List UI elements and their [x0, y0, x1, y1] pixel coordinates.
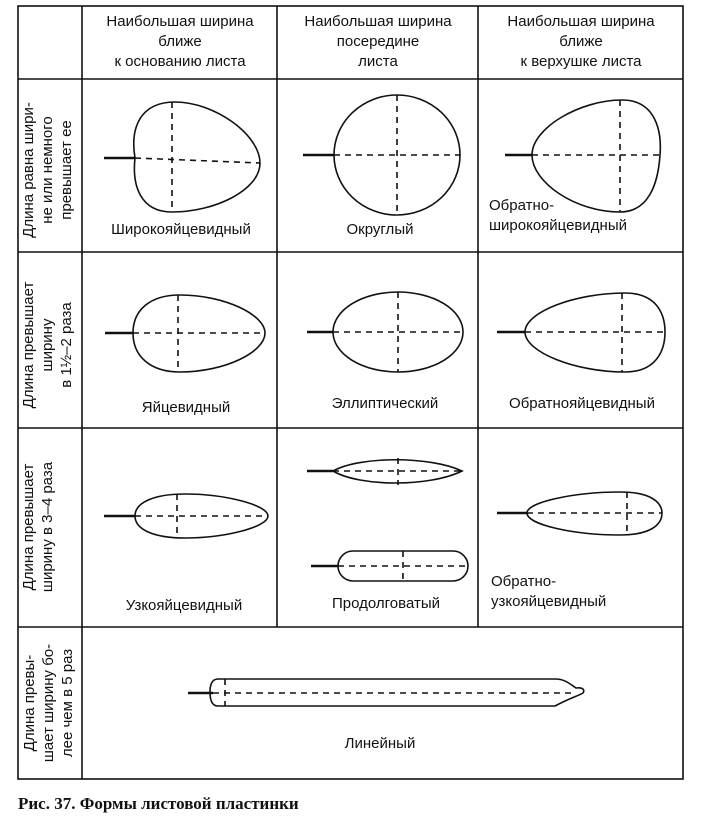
leaf-obovate-wide — [531, 99, 662, 213]
leaf-shape-table: Наибольшая ширина ближе к основанию лист… — [17, 5, 684, 780]
shape-name-obovate-narrow: Обратно- узкояйцевидный — [491, 573, 607, 610]
shape-name-wide-ovate: Широкояйцевидный — [111, 221, 251, 238]
leaf-linear — [209, 678, 585, 707]
column-header-base: Наибольшая ширина ближе к основанию лист… — [106, 13, 254, 70]
leaf-ovate — [132, 294, 266, 373]
leaf-lanceolate — [331, 458, 464, 484]
shape-name-obovate: Обратнояйцевидный — [509, 395, 655, 412]
shape-name-oblong: Продолговатый — [332, 595, 440, 612]
shape-name-round: Округлый — [346, 221, 414, 238]
table-border — [17, 5, 684, 780]
midrib-wide-ovate — [134, 157, 261, 164]
figure-caption: Рис. 37. Формы листовой пластинки — [18, 794, 299, 813]
leaf-wide-ovate — [133, 101, 261, 213]
column-header-apex: Наибольшая ширина ближе к верхушке листа — [507, 13, 655, 70]
row-label-3: Длина превышает ширину в 3–4 раза — [20, 461, 56, 593]
shape-name-obovate-wide: Обратно- широкояйцевидный — [489, 197, 627, 234]
shape-name-elliptic: Эллиптический — [331, 395, 439, 412]
shape-name-ovate: Яйцевидный — [141, 399, 231, 416]
shape-name-narrow-ovate: Узкояйцевидный — [125, 597, 243, 614]
row-label-2: Длина превышает ширину в 1½–2 раза — [20, 281, 75, 409]
table-grid-and-leaf-drawings — [17, 5, 684, 780]
shape-name-linear: Линейный — [344, 735, 416, 752]
row-label-1: Длина равна шири- не или немного превыша… — [20, 102, 75, 238]
row-label-4: Длина превы- шает ширину бо- лее чем в 5… — [21, 643, 76, 763]
column-header-middle: Наибольшая ширина посередине листа — [304, 13, 452, 70]
leaf-obovate — [524, 292, 666, 373]
